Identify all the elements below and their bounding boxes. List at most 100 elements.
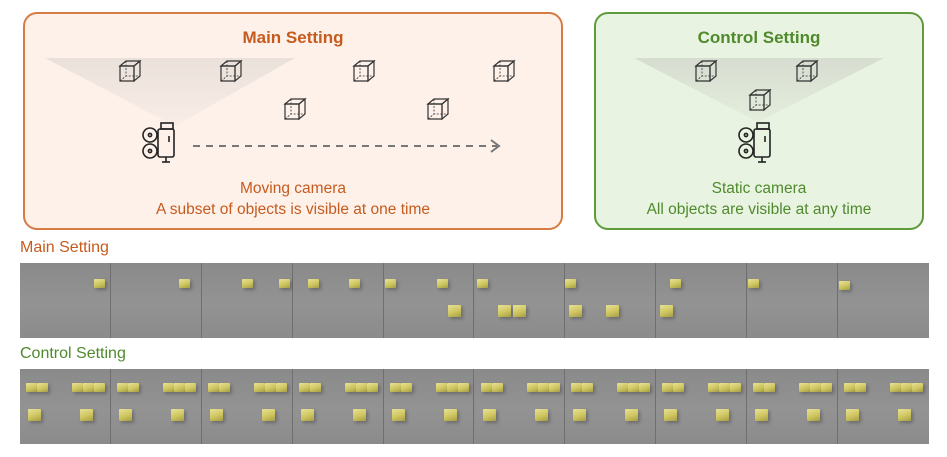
yellow-object <box>443 409 457 421</box>
yellow-object <box>534 409 548 421</box>
yellow-object <box>901 383 913 392</box>
yellow-object <box>730 383 742 392</box>
main-caption-line1: Moving camera <box>240 180 346 197</box>
yellow-object <box>207 383 219 392</box>
yellow-object <box>799 383 811 392</box>
yellow-object <box>80 409 93 421</box>
yellow-object <box>435 383 447 392</box>
control-caption-line2: All objects are visible at any time <box>646 201 872 218</box>
yellow-object <box>855 383 867 392</box>
yellow-object <box>764 383 776 392</box>
yellow-object <box>719 383 731 392</box>
render-frame <box>383 263 475 338</box>
yellow-object <box>127 383 139 392</box>
render-frame <box>838 369 929 444</box>
render-frame <box>292 369 384 444</box>
yellow-object <box>890 383 902 392</box>
render-frame <box>747 263 839 338</box>
cube-icon <box>118 59 142 83</box>
yellow-object <box>755 409 769 421</box>
yellow-object <box>118 409 132 421</box>
render-frame <box>474 369 566 444</box>
yellow-object <box>275 383 287 392</box>
yellow-object <box>446 383 458 392</box>
yellow-object <box>184 383 196 392</box>
yellow-object <box>708 383 720 392</box>
yellow-object <box>491 383 503 392</box>
yellow-object <box>839 281 851 290</box>
yellow-object <box>573 409 587 421</box>
yellow-object <box>178 279 190 288</box>
yellow-object <box>261 409 275 421</box>
yellow-object <box>72 383 83 392</box>
yellow-object <box>628 383 640 392</box>
yellow-object <box>807 409 821 421</box>
yellow-object <box>366 383 378 392</box>
render-frame <box>656 263 748 338</box>
yellow-object <box>844 383 856 392</box>
control-caption-line1: Static camera <box>711 180 807 197</box>
yellow-object <box>898 409 912 421</box>
yellow-object <box>606 305 620 317</box>
main-strip-label: Main Setting <box>20 239 109 256</box>
video-camera-icon <box>142 122 175 163</box>
yellow-object <box>569 305 583 317</box>
yellow-object <box>241 279 253 288</box>
yellow-object <box>753 383 765 392</box>
yellow-object <box>526 383 538 392</box>
render-frame <box>747 369 839 444</box>
control-setting-frame-strip <box>20 369 929 444</box>
render-frame <box>565 263 657 338</box>
yellow-object <box>209 409 223 421</box>
cube-icon <box>283 97 307 121</box>
yellow-object <box>307 279 319 288</box>
yellow-object <box>264 383 276 392</box>
main-panel-title: Main Setting <box>242 28 344 47</box>
yellow-object <box>482 409 496 421</box>
dashed-arrow-icon <box>193 139 501 153</box>
yellow-object <box>625 409 639 421</box>
yellow-object <box>162 383 174 392</box>
cube-icon <box>352 59 376 83</box>
yellow-object <box>218 383 230 392</box>
render-frame <box>201 369 293 444</box>
control-panel-title: Control Setting <box>697 28 821 47</box>
yellow-object <box>28 409 41 421</box>
yellow-object <box>391 409 405 421</box>
control-setting-panel: Control Setting Static camera All object… <box>594 12 924 230</box>
render-frame <box>110 263 202 338</box>
yellow-object <box>821 383 833 392</box>
yellow-object <box>660 305 674 317</box>
cube-icon <box>492 59 516 83</box>
render-frame <box>474 263 566 338</box>
yellow-object <box>389 383 401 392</box>
render-frame <box>20 263 111 338</box>
yellow-object <box>436 279 448 288</box>
main-setting-panel: Main Setting <box>23 12 563 230</box>
yellow-object <box>309 383 321 392</box>
cube-icon <box>795 59 819 83</box>
yellow-object <box>278 279 290 288</box>
yellow-object <box>582 383 594 392</box>
yellow-object <box>748 279 760 288</box>
yellow-object <box>400 383 412 392</box>
yellow-object <box>384 279 396 288</box>
render-frame <box>838 263 929 338</box>
render-frame <box>292 263 384 338</box>
cube-icon <box>219 59 243 83</box>
yellow-object <box>571 383 583 392</box>
yellow-object <box>26 383 37 392</box>
yellow-object <box>170 409 184 421</box>
yellow-object <box>344 383 356 392</box>
render-frame <box>565 369 657 444</box>
cube-icon <box>426 97 450 121</box>
yellow-object <box>662 383 674 392</box>
yellow-object <box>639 383 651 392</box>
yellow-object <box>810 383 822 392</box>
video-camera-icon <box>738 122 771 163</box>
yellow-object <box>173 383 185 392</box>
yellow-object <box>716 409 730 421</box>
yellow-object <box>94 383 105 392</box>
yellow-object <box>617 383 629 392</box>
yellow-object <box>912 383 924 392</box>
